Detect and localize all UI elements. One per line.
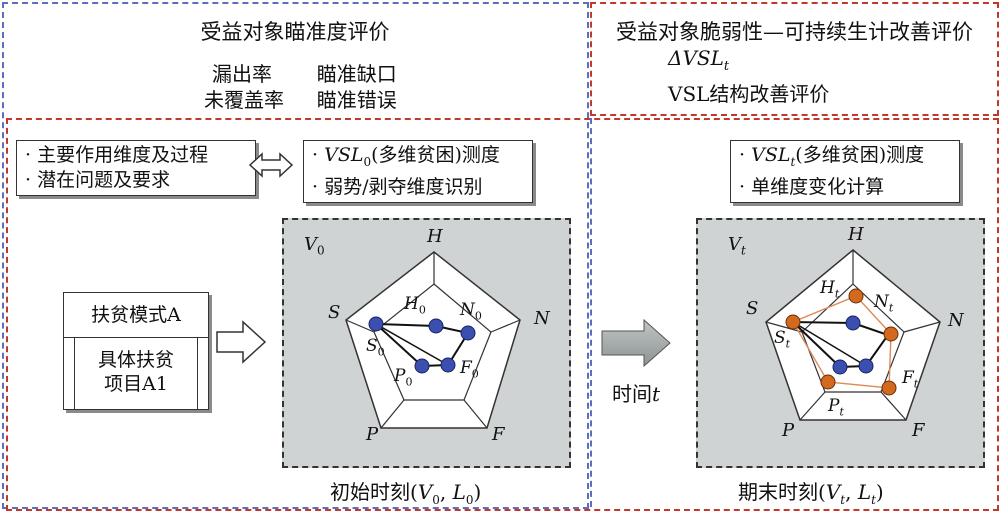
panel-corner-vt: Vt <box>728 234 746 258</box>
label-n: N <box>948 310 964 331</box>
targeting-row1: 漏出率 瞄准缺口 <box>212 58 397 87</box>
node-ht <box>848 288 864 304</box>
frame-bottom-right-blue <box>590 118 996 507</box>
node-ft <box>881 380 897 396</box>
panel-corner-v0: V0 <box>304 234 325 258</box>
label-ht: Ht <box>820 278 840 301</box>
targeting-error: 瞄准错误 <box>316 88 397 112</box>
label-f0: F0 <box>460 358 479 381</box>
frame-bottom-red <box>6 118 999 511</box>
poverty-mode-box: 扶贫模式A 具体扶贫 项目A1 <box>63 292 209 410</box>
label-nt: Nt <box>874 292 894 315</box>
final-capital-polygon <box>791 295 892 389</box>
node-n0 <box>460 325 476 341</box>
label-n: N <box>534 308 550 329</box>
leakage-rate: 漏出率 <box>212 62 272 86</box>
initial-pentagon-diagram <box>345 251 521 429</box>
node-st <box>785 314 801 330</box>
initial-state-panel: V0 H N F P S H0 N0 F0 P0 S0 <box>282 218 571 468</box>
vslt-measure-box: · VSLt(多维贫困)测度 · 单维度变化计算 <box>730 140 960 203</box>
label-st: St <box>774 328 791 351</box>
node-f0 <box>440 357 456 373</box>
node-h0 <box>428 318 444 334</box>
final-pentagon-diagram <box>765 249 941 421</box>
poverty-mode-title: 扶贫模式A <box>64 293 208 338</box>
targeting-gap: 瞄准缺口 <box>316 62 397 86</box>
initial-caption: 初始时刻(V0, L0) <box>330 480 482 507</box>
frame-top-right-red <box>590 2 999 116</box>
delta-vsl: ΔVSLt <box>668 46 730 74</box>
label-p: P <box>782 420 795 441</box>
label-s0: S0 <box>366 336 385 359</box>
label-f: F <box>912 420 925 441</box>
right-arrow-icon <box>216 320 267 364</box>
double-arrow-icon <box>248 152 294 178</box>
label-h: H <box>848 224 864 245</box>
label-h0: H0 <box>404 294 426 317</box>
node-pt <box>820 374 836 390</box>
node-nt <box>883 326 899 342</box>
dimension-process-box: · 主要作用维度及过程 · 潜在问题及要求 <box>16 140 256 196</box>
label-p0: P0 <box>394 366 413 389</box>
label-pt: Pt <box>828 396 844 419</box>
frame-left-top-blue <box>2 2 589 509</box>
initial-capital-polygon <box>790 320 890 369</box>
targeting-row2: 未覆盖率 瞄准错误 <box>204 84 397 113</box>
label-ft: Ft <box>902 368 919 391</box>
node-s0 <box>368 316 384 332</box>
final-caption: 期末时刻(Vt, Lt) <box>738 480 884 507</box>
label-n0: N0 <box>460 300 482 323</box>
poverty-project: 具体扶贫 项目A1 <box>74 338 198 409</box>
label-f: F <box>492 424 505 445</box>
label-s: S <box>328 302 341 323</box>
uncovered-rate: 未覆盖率 <box>204 88 284 112</box>
inner-pentagon <box>801 283 905 393</box>
label-s: S <box>746 298 759 319</box>
final-state-panel: Vt H N F P S Ht Nt Ft Pt St <box>696 218 985 468</box>
targeting-title: 受益对象瞄准度评价 <box>200 20 390 44</box>
vulnerability-title: 受益对象脆弱性—可持续生计改善评价 <box>616 20 973 44</box>
label-h: H <box>427 226 443 247</box>
time-label: 时间t <box>612 382 661 406</box>
vsl-structure-eval: VSL结构改善评价 <box>668 82 830 106</box>
node-p0 <box>414 358 430 374</box>
label-p: P <box>366 424 379 445</box>
vsl0-measure-box: · VSL0(多维贫困)测度 · 弱势/剥夺维度识别 <box>303 140 533 203</box>
time-arrow-icon <box>601 318 671 368</box>
